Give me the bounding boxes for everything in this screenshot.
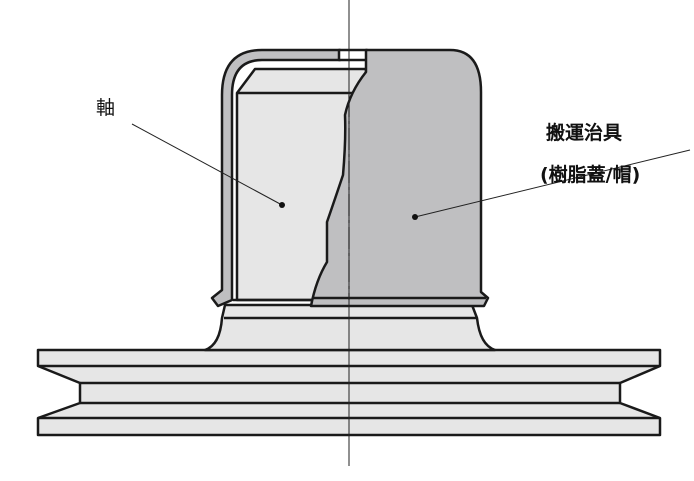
fixture-leader	[414, 149, 691, 218]
fixture-label-line1: 搬運治具	[546, 122, 623, 144]
fixture-leader-dot	[412, 214, 418, 220]
cap-wall	[210, 48, 342, 308]
shaft-label: 軸	[96, 97, 116, 119]
fixture-cap	[309, 48, 490, 308]
neck	[203, 303, 497, 352]
shaft-leader	[131, 123, 283, 206]
cap-slot	[337, 48, 369, 62]
shaft-leader-dot	[279, 202, 285, 208]
fixture-label-line2: (樹脂蓋/帽)	[540, 164, 641, 186]
